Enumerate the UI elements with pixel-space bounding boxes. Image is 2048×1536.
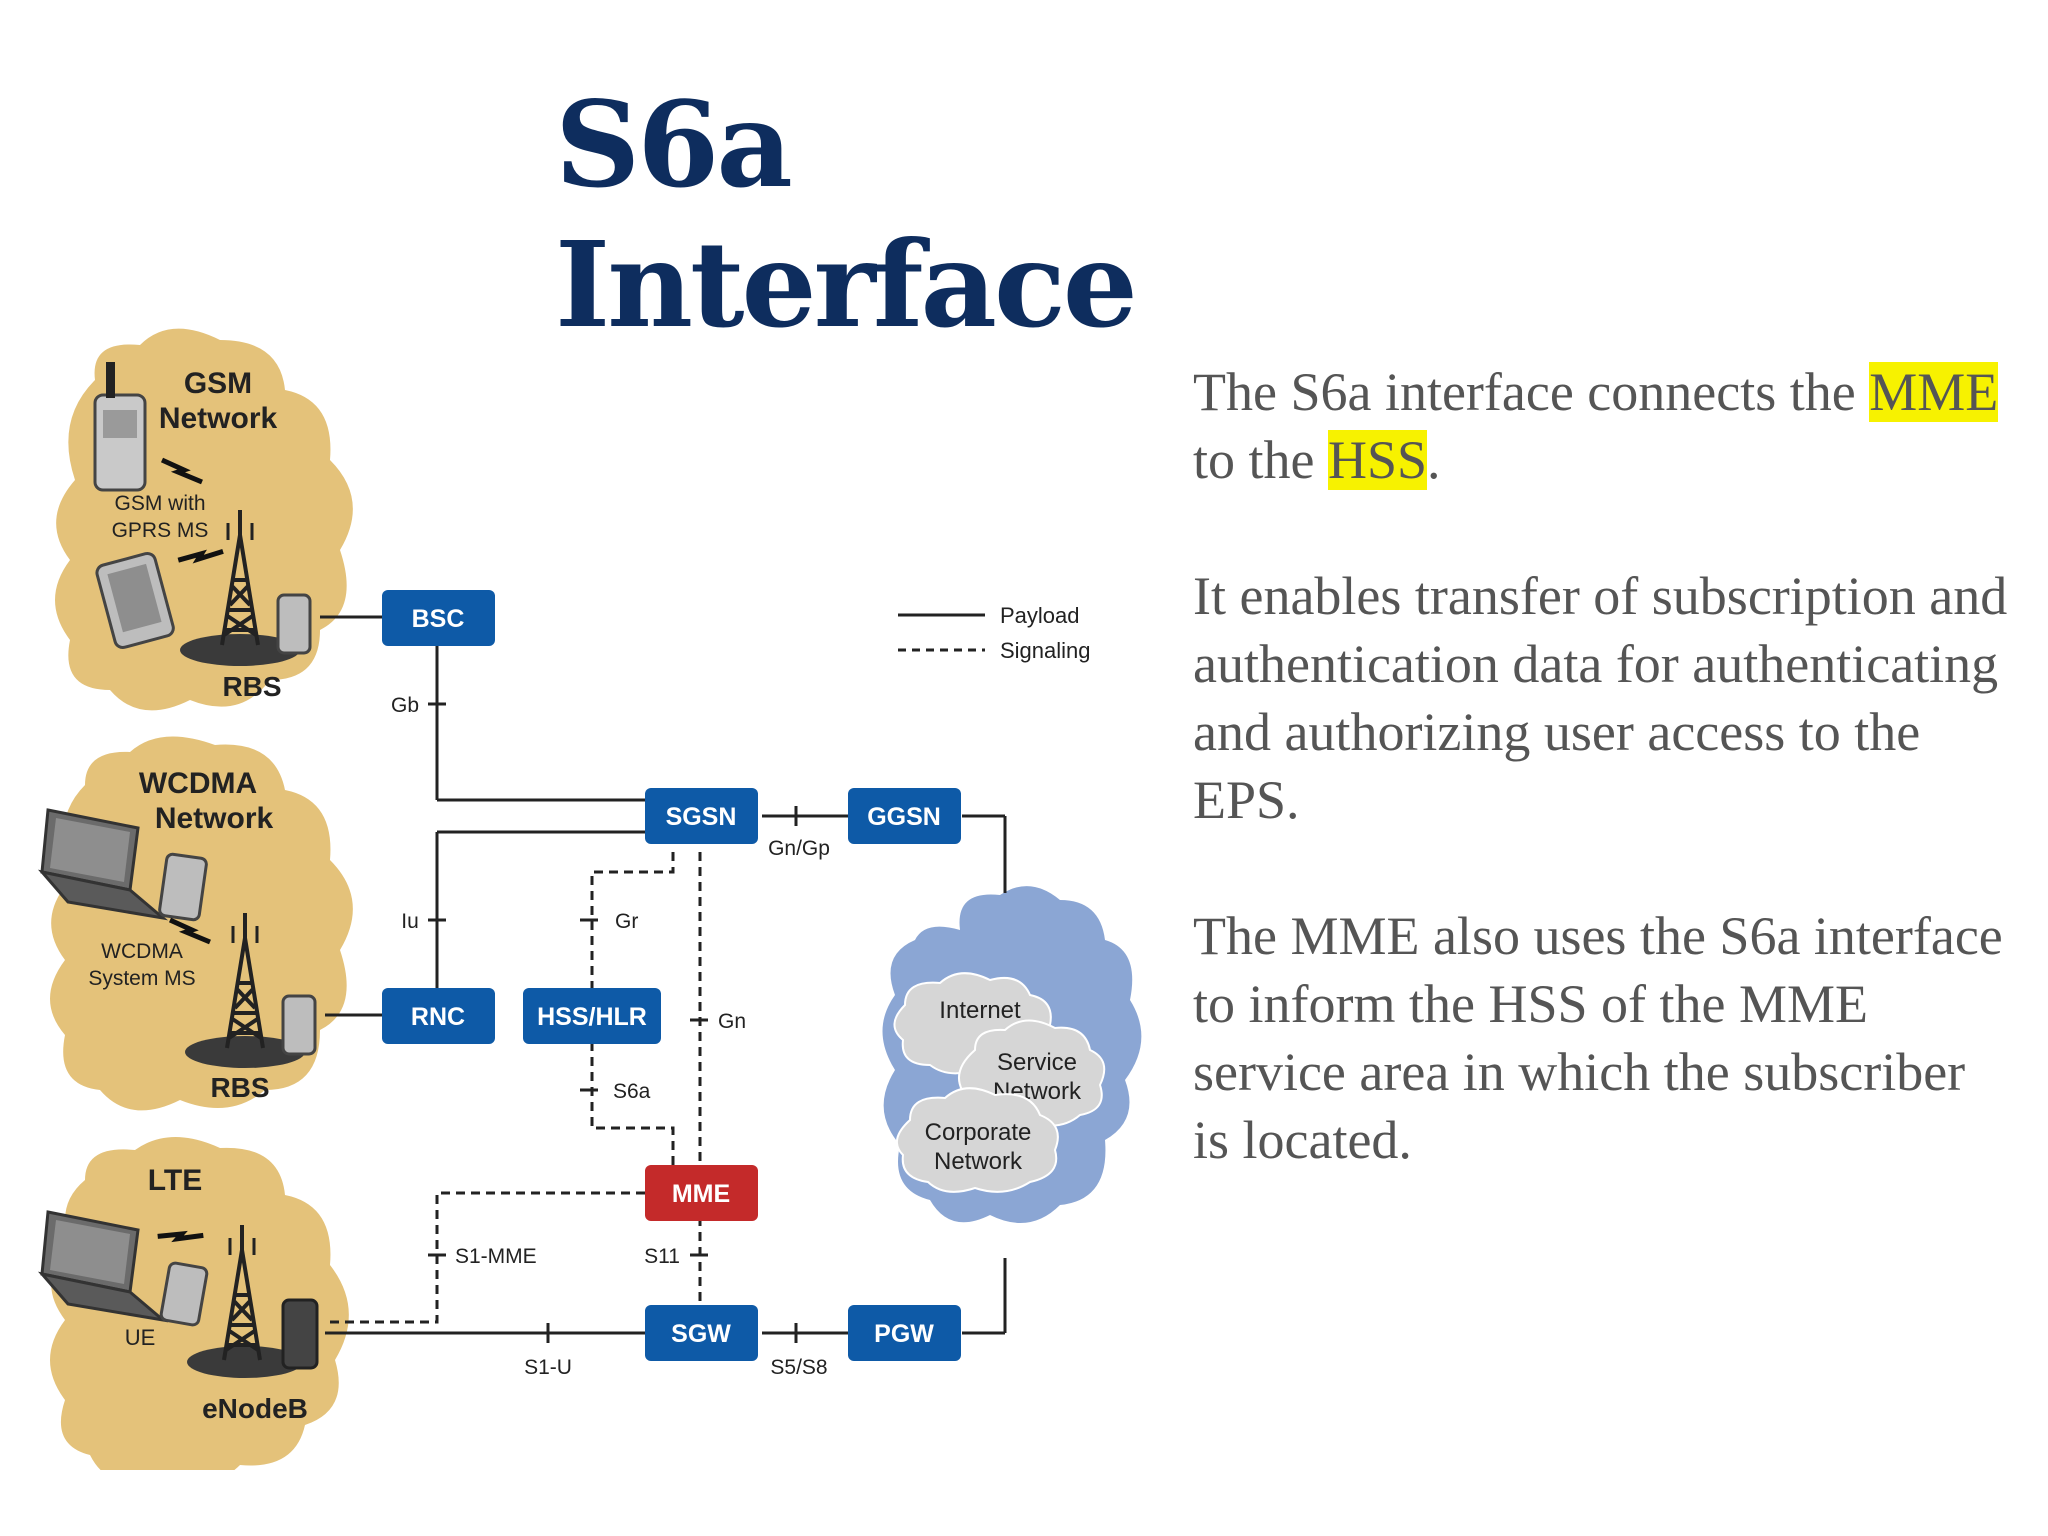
hss-highlight: HSS — [1327, 430, 1428, 490]
wcdma-network-title-1: WCDMA — [139, 767, 257, 800]
mme-label: MME — [672, 1180, 730, 1208]
gn-interface-label: Gn — [718, 1010, 746, 1033]
wcdma-network-cloud: WCDMA Network WCDMA System MS RBS — [40, 736, 353, 1111]
sgw-node: SGW — [645, 1305, 758, 1361]
sgsn-node: SGSN — [645, 788, 758, 844]
mobile-phone-icon — [93, 362, 147, 492]
legend: Payload Signaling — [898, 603, 1091, 663]
wcdma-ms-label-1: WCDMA — [101, 940, 183, 963]
base-station-cabinet-icon — [281, 994, 317, 1056]
iu-interface-label: Iu — [401, 910, 419, 933]
corporate-network-label-2: Network — [934, 1148, 1023, 1175]
hss-hlr-node: HSS/HLR — [523, 988, 661, 1044]
s1-mme-interface-label: S1-MME — [455, 1245, 537, 1268]
paragraph-service-area: The MME also uses the S6a interface to i… — [1193, 906, 2003, 1170]
ggsn-node: GGSN — [848, 788, 961, 844]
slide-title: S6a Interface — [555, 75, 1138, 354]
gsm-ms-label-1: GSM with — [114, 492, 205, 515]
wcdma-network-title-2: Network — [155, 802, 274, 835]
gr-interface-label: Gr — [615, 910, 638, 933]
wcdma-ms-label-2: System MS — [88, 967, 195, 990]
paragraph-data-transfer: It enables transfer of subscription and … — [1193, 566, 2008, 830]
sgsn-label: SGSN — [666, 803, 737, 831]
gsm-network-title-2: Network — [159, 402, 278, 435]
lte-ue-label: UE — [125, 1325, 156, 1350]
lte-network-title: LTE — [148, 1164, 202, 1197]
corporate-network-label-1: Corporate — [925, 1119, 1032, 1146]
mme-highlight: MME — [1869, 362, 1999, 422]
gb-interface-label: Gb — [391, 694, 419, 717]
lte-network-cloud: LTE UE eNodeB — [40, 1137, 349, 1470]
mme-node: MME — [645, 1165, 758, 1221]
smartphone-icon — [159, 1261, 209, 1327]
sgw-label: SGW — [671, 1320, 731, 1348]
gsm-rbs-label: RBS — [222, 671, 281, 702]
service-network-label-1: Service — [997, 1049, 1077, 1076]
smartphone-icon — [158, 852, 208, 922]
s5-s8-interface-label: S5/S8 — [770, 1356, 827, 1379]
gsm-network-title-1: GSM — [184, 367, 252, 400]
interface-tick-marks — [428, 702, 798, 1343]
rnc-label: RNC — [411, 1003, 465, 1031]
gsm-network-cloud: GSM Network GSM with GPRS MS RBS — [55, 328, 353, 711]
lte-enodeb-label: eNodeB — [202, 1393, 308, 1424]
bsc-node: BSC — [382, 590, 495, 646]
tower-base-shadow — [185, 1036, 305, 1068]
pgw-label: PGW — [874, 1320, 934, 1348]
packet-data-network-cloud: Internet Service Network Corporate Netwo… — [882, 886, 1142, 1223]
smartphone-icon — [95, 551, 175, 650]
s1-u-interface-label: S1-U — [524, 1356, 572, 1379]
legend-payload-label: Payload — [1000, 603, 1080, 628]
pgw-node: PGW — [848, 1305, 961, 1361]
tower-base-shadow — [187, 1346, 303, 1378]
signaling-connections — [325, 852, 702, 1324]
paragraph-1-end: . — [1427, 430, 1441, 490]
rnc-node: RNC — [382, 988, 495, 1044]
internet-label: Internet — [939, 997, 1021, 1024]
paragraph-1-start: The S6a interface connects the — [1193, 362, 1856, 422]
legend-signaling-label: Signaling — [1000, 638, 1091, 663]
enodeb-cabinet-icon — [281, 1298, 319, 1370]
payload-connections — [320, 615, 1007, 1335]
gn-gp-interface-label: Gn/Gp — [768, 837, 830, 860]
gsm-ms-label-2: GPRS MS — [112, 519, 209, 542]
bsc-label: BSC — [412, 605, 465, 633]
network-diagram: GSM Network GSM with GPRS MS RBS WCDMA N… — [40, 328, 1142, 1470]
hss-hlr-label: HSS/HLR — [537, 1003, 647, 1031]
base-station-cabinet-icon — [276, 593, 312, 655]
description-text: The S6a interface connects the MME to th… — [1193, 358, 2013, 1242]
tower-base-shadow — [180, 634, 300, 666]
wcdma-rbs-label: RBS — [210, 1072, 269, 1103]
interface-labels: Gb Iu Gr Gn/Gp Gn S6a S1-MME S11 S1-U S5… — [391, 694, 830, 1379]
paragraph-s6a-connection: The S6a interface connects the MME to th… — [1193, 358, 2013, 494]
s6a-interface-label: S6a — [613, 1080, 651, 1103]
paragraph-1-middle: to the — [1193, 430, 1315, 490]
ggsn-label: GGSN — [867, 803, 941, 831]
s11-interface-label: S11 — [644, 1245, 680, 1268]
